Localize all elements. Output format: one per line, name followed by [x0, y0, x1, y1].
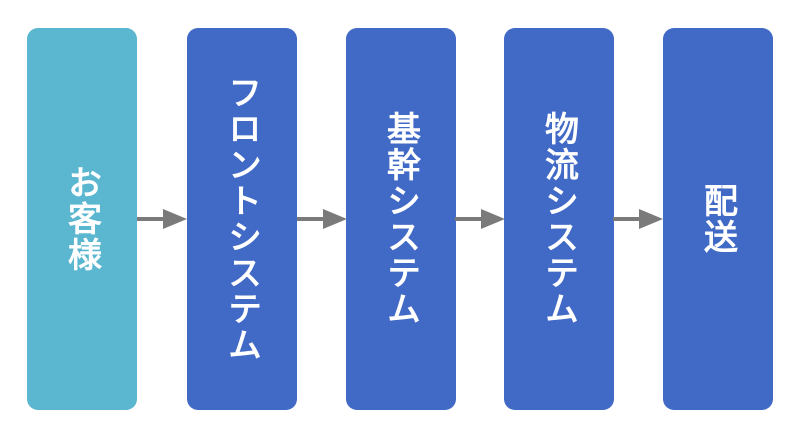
step-logistics-system: 物流システム [504, 28, 614, 410]
step-front-system: フロントシステム [187, 28, 297, 410]
arrow-right-icon [613, 209, 663, 229]
step-customer: お客様 [27, 28, 137, 410]
step-label: お客様 [61, 165, 102, 273]
step-core-system: 基幹システム [346, 28, 456, 410]
step-label: 基幹システム [380, 111, 421, 327]
arrow-right-icon [455, 209, 505, 229]
step-label: 配送 [697, 183, 738, 255]
arrow-right-icon [297, 209, 347, 229]
arrow-right-icon [137, 209, 187, 229]
step-label: 物流システム [538, 111, 579, 327]
step-label: フロントシステム [221, 75, 262, 363]
step-delivery: 配送 [663, 28, 773, 410]
